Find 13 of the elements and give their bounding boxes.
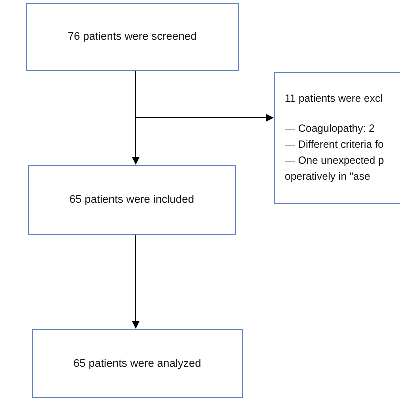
box-text: 65 patients were included	[70, 194, 194, 206]
list-item: — Coagulopathy: 2	[285, 122, 376, 137]
process-box	[32, 329, 243, 398]
arrow	[136, 70, 274, 122]
process-box	[26, 3, 239, 71]
box-text: 76 patients were screened	[68, 31, 198, 43]
arrow	[132, 234, 140, 329]
box-text: 65 patients were analyzed	[74, 358, 202, 370]
list-item: — Different criteria fo	[285, 138, 386, 153]
box-text: 11 patients were excl	[285, 92, 384, 107]
process-box	[274, 72, 400, 204]
process-box	[28, 165, 236, 235]
list-item: — One unexpected p operatively in "ase	[285, 154, 386, 185]
